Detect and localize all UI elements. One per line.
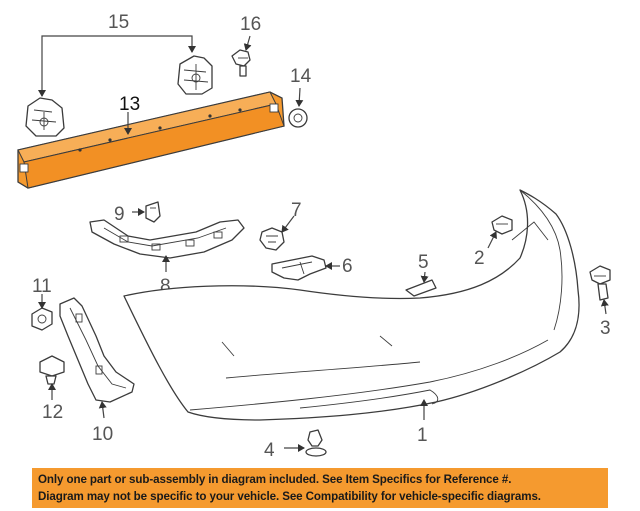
part-14-nut[interactable] bbox=[288, 108, 308, 128]
part-8-retainer-bracket[interactable] bbox=[89, 219, 245, 259]
leader-7 bbox=[281, 215, 295, 233]
leader-5 bbox=[420, 271, 429, 283]
part-3-bolt[interactable] bbox=[589, 265, 611, 301]
callout-5: 5 bbox=[418, 252, 429, 273]
disclaimer-line-1: Only one part or sub-assembly in diagram… bbox=[38, 473, 512, 486]
part-9-clip[interactable] bbox=[145, 201, 161, 223]
part-2-clip[interactable] bbox=[491, 215, 513, 235]
callout-11: 11 bbox=[32, 276, 52, 297]
leader-10 bbox=[98, 401, 107, 419]
callout-8: 8 bbox=[160, 276, 171, 297]
leader-14 bbox=[295, 87, 304, 107]
leader-2 bbox=[487, 231, 497, 249]
callout-2: 2 bbox=[474, 248, 485, 269]
disclaimer-line-2: Diagram may not be specific to your vehi… bbox=[38, 490, 541, 503]
callout-15: 15 bbox=[108, 12, 129, 33]
leader-16 bbox=[243, 35, 252, 51]
callout-6: 6 bbox=[342, 256, 353, 277]
callout-16: 16 bbox=[240, 14, 261, 35]
part-12-clip[interactable] bbox=[39, 355, 65, 385]
callout-7: 7 bbox=[291, 200, 302, 221]
part-5-reflector[interactable] bbox=[405, 279, 437, 297]
part-1-bumper-cover[interactable] bbox=[123, 189, 580, 421]
part-15-right-bracket bbox=[177, 55, 213, 95]
part-4-clip[interactable] bbox=[305, 429, 327, 457]
part-15-left-bracket bbox=[25, 97, 65, 137]
part-16-bolt[interactable] bbox=[231, 49, 251, 77]
part-10-side-bracket[interactable] bbox=[59, 297, 135, 403]
callout-4: 4 bbox=[264, 440, 275, 461]
leader-3 bbox=[600, 299, 609, 315]
part-6-bracket[interactable] bbox=[271, 255, 327, 281]
callout-3: 3 bbox=[600, 318, 611, 339]
part-13-reinforcement-bar[interactable] bbox=[17, 91, 285, 189]
part-7-push-clip[interactable] bbox=[259, 227, 285, 251]
callout-1: 1 bbox=[417, 425, 428, 446]
callout-12: 12 bbox=[42, 402, 63, 423]
disclaimer-banner: Only one part or sub-assembly in diagram… bbox=[32, 468, 608, 508]
callout-13: 13 bbox=[119, 94, 140, 115]
part-15-bracket-group[interactable] bbox=[25, 35, 213, 137]
callout-10: 10 bbox=[92, 424, 113, 445]
part-11-nut[interactable] bbox=[31, 307, 53, 331]
callout-9: 9 bbox=[114, 204, 125, 225]
callout-14: 14 bbox=[290, 66, 312, 87]
